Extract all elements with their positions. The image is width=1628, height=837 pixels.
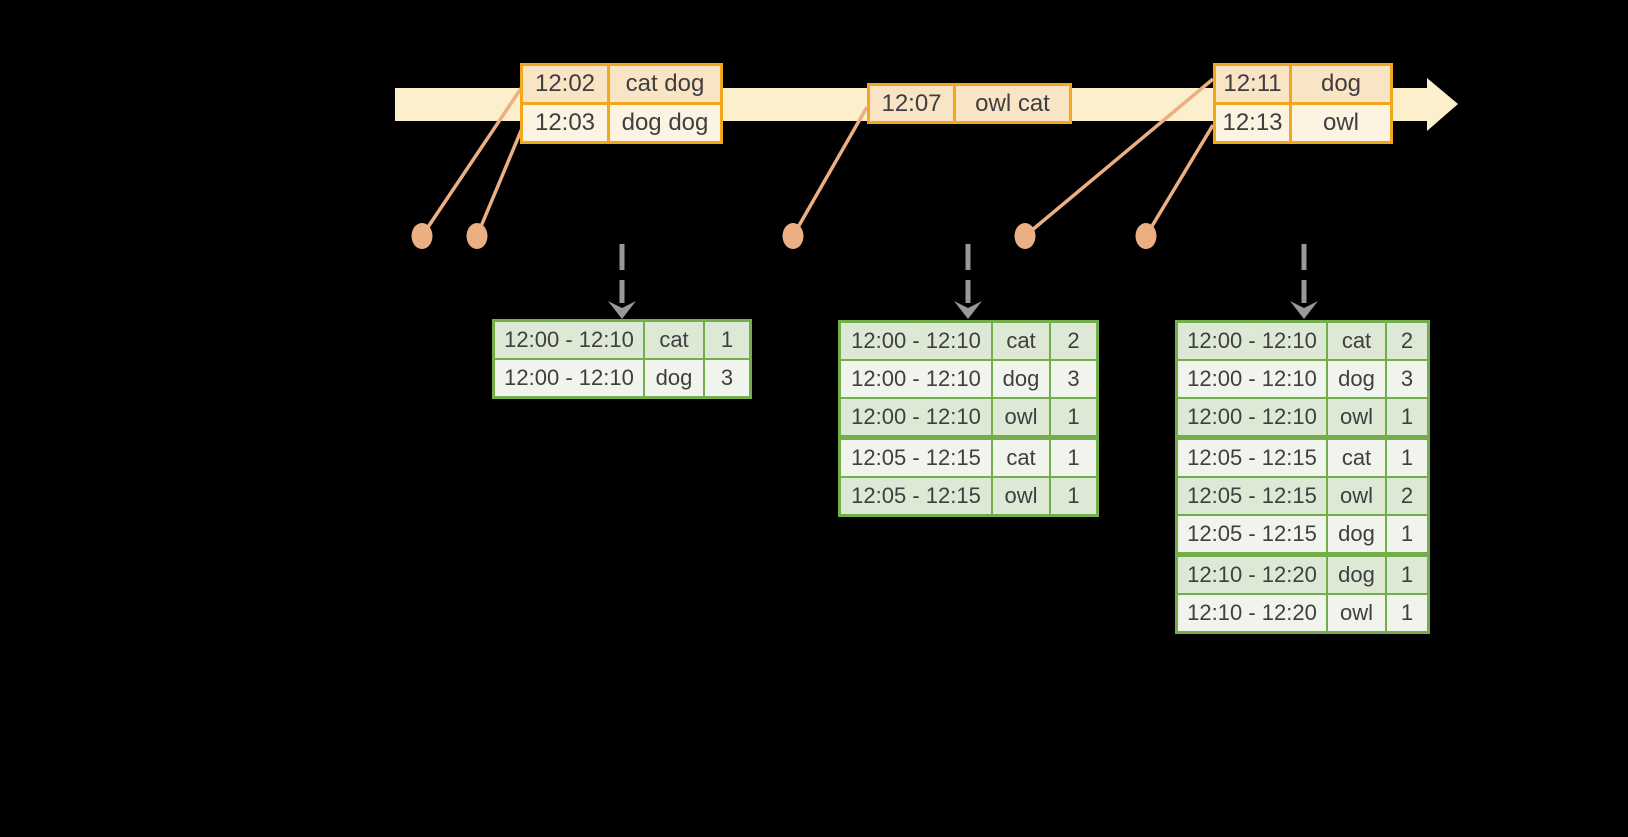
result-counts-table-3: 12:00 - 12:10 cat 2 12:00 - 12:10 dog 3 … [1175, 320, 1430, 634]
window-cell: 12:05 - 12:15 [1178, 478, 1326, 514]
count-cell: 1 [1387, 440, 1427, 476]
count-cell: 1 [1387, 516, 1427, 552]
window-cell: 12:00 - 12:10 [1178, 323, 1326, 359]
event-words-cell: cat dog [610, 66, 720, 102]
event-words-cell: dog dog [610, 105, 720, 141]
processing-dot [782, 223, 804, 249]
word-cell: dog [1328, 516, 1385, 552]
result-row: 12:00 - 12:10 owl 1 [1178, 399, 1427, 435]
window-cell: 12:00 - 12:10 [841, 361, 991, 397]
count-cell: 2 [1051, 323, 1096, 359]
event-time-cell: 12:11 [1216, 66, 1289, 102]
word-cell: owl [1328, 399, 1385, 435]
word-cell: dog [1328, 361, 1385, 397]
window-cell: 12:10 - 12:20 [1178, 557, 1326, 593]
result-row: 12:00 - 12:10 dog 3 [1178, 361, 1427, 397]
input-events-table-1: 12:02 cat dog 12:03 dog dog [520, 63, 723, 144]
window-cell: 12:00 - 12:10 [495, 360, 643, 396]
result-row: 12:00 - 12:10 cat 2 [1178, 323, 1427, 359]
count-cell: 1 [1051, 440, 1096, 476]
count-cell: 1 [1387, 595, 1427, 631]
event-row: 12:03 dog dog [523, 105, 720, 141]
result-row: 12:05 - 12:15 cat 1 [1178, 440, 1427, 476]
result-row: 12:00 - 12:10 cat 1 [495, 322, 749, 358]
word-cell: owl [993, 399, 1049, 435]
word-cell: cat [993, 323, 1049, 359]
event-row: 12:11 dog [1216, 66, 1390, 102]
window-cell: 12:10 - 12:20 [1178, 595, 1326, 631]
count-cell: 2 [1387, 478, 1427, 514]
processing-dot [466, 223, 488, 249]
window-cell: 12:00 - 12:10 [1178, 361, 1326, 397]
processing-dot [1135, 223, 1157, 249]
result-row: 12:00 - 12:10 owl 1 [841, 399, 1096, 435]
trigger-arrowhead-icon [608, 301, 636, 319]
trigger-arrowhead-icon [954, 301, 982, 319]
event-time-cell: 12:02 [523, 66, 607, 102]
processing-dot [411, 223, 433, 249]
event-time-cell: 12:07 [870, 86, 953, 121]
word-cell: dog [993, 361, 1049, 397]
word-cell: owl [1328, 478, 1385, 514]
input-events-table-2: 12:07 owl cat [867, 83, 1072, 124]
connector-line [475, 125, 525, 237]
event-row: 12:13 owl [1216, 105, 1390, 141]
word-cell: owl [993, 478, 1049, 514]
window-cell: 12:00 - 12:10 [841, 323, 991, 359]
count-cell: 1 [1387, 399, 1427, 435]
count-cell: 3 [1387, 361, 1427, 397]
result-counts-table-2: 12:00 - 12:10 cat 2 12:00 - 12:10 dog 3 … [838, 320, 1099, 517]
event-time-cell: 12:13 [1216, 105, 1289, 141]
event-words-cell: owl [1292, 105, 1390, 141]
count-cell: 1 [705, 322, 749, 358]
window-cell: 12:00 - 12:10 [1178, 399, 1326, 435]
window-cell: 12:05 - 12:15 [1178, 516, 1326, 552]
timeline-arrowhead-icon [1427, 78, 1458, 131]
event-time-cell: 12:03 [523, 105, 607, 141]
word-cell: cat [993, 440, 1049, 476]
result-row: 12:10 - 12:20 owl 1 [1178, 595, 1427, 631]
count-cell: 1 [1051, 478, 1096, 514]
word-cell: cat [1328, 440, 1385, 476]
count-cell: 1 [1051, 399, 1096, 435]
result-counts-table-1: 12:00 - 12:10 cat 1 12:00 - 12:10 dog 3 [492, 319, 752, 399]
result-row: 12:05 - 12:15 cat 1 [841, 440, 1096, 476]
window-cell: 12:00 - 12:10 [841, 399, 991, 435]
event-row: 12:02 cat dog [523, 66, 720, 102]
connector-line [420, 86, 524, 237]
connector-line [1023, 77, 1215, 238]
result-row: 12:05 - 12:15 dog 1 [1178, 516, 1427, 552]
word-cell: dog [645, 360, 703, 396]
result-row: 12:05 - 12:15 owl 1 [841, 478, 1096, 514]
window-cell: 12:05 - 12:15 [841, 478, 991, 514]
count-cell: 1 [1387, 557, 1427, 593]
result-row: 12:00 - 12:10 dog 3 [841, 361, 1096, 397]
word-cell: owl [1328, 595, 1385, 631]
count-cell: 2 [1387, 323, 1427, 359]
trigger-arrowhead-icon [1290, 301, 1318, 319]
result-row: 12:00 - 12:10 cat 2 [841, 323, 1096, 359]
count-cell: 3 [1051, 361, 1096, 397]
count-cell: 3 [705, 360, 749, 396]
window-cell: 12:05 - 12:15 [1178, 440, 1326, 476]
event-words-cell: owl cat [956, 86, 1069, 121]
event-row: 12:07 owl cat [870, 86, 1069, 121]
result-row: 12:00 - 12:10 dog 3 [495, 360, 749, 396]
result-row: 12:10 - 12:20 dog 1 [1178, 557, 1427, 593]
result-row: 12:05 - 12:15 owl 2 [1178, 478, 1427, 514]
processing-dot [1014, 223, 1036, 249]
connector-line [1144, 124, 1215, 237]
event-words-cell: dog [1292, 66, 1390, 102]
word-cell: cat [1328, 323, 1385, 359]
input-events-table-3: 12:11 dog 12:13 owl [1213, 63, 1393, 144]
window-cell: 12:00 - 12:10 [495, 322, 643, 358]
word-cell: cat [645, 322, 703, 358]
word-cell: dog [1328, 557, 1385, 593]
connector-line [791, 106, 869, 237]
window-cell: 12:05 - 12:15 [841, 440, 991, 476]
